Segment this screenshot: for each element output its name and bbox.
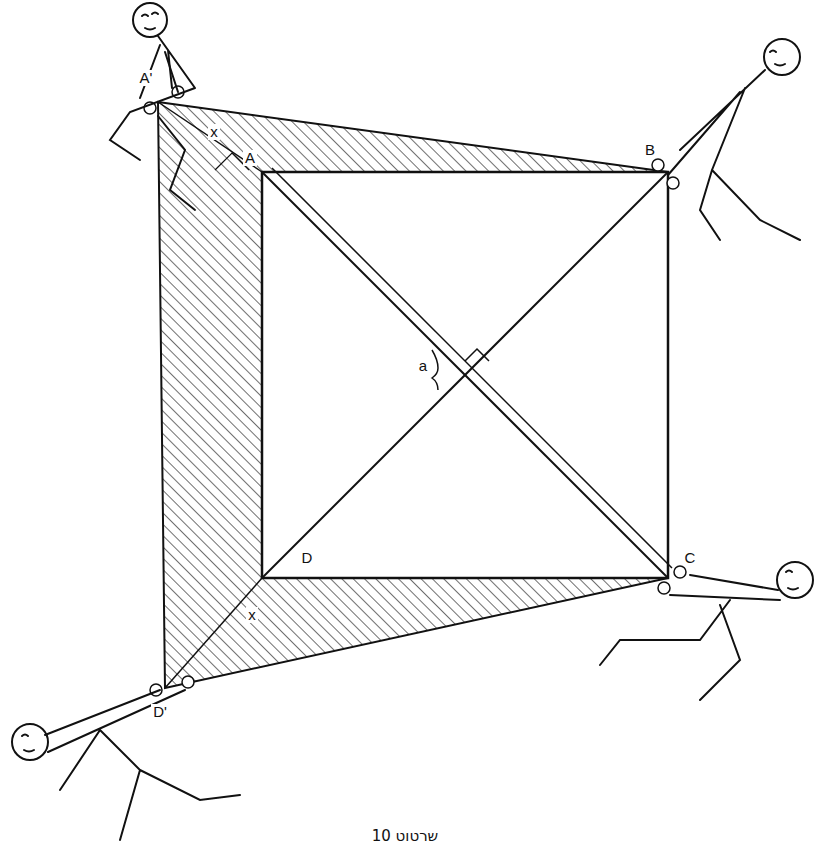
figure-caption: שרטוט 10 <box>372 827 439 845</box>
hatched-region <box>158 102 668 688</box>
point-label: D' <box>151 704 169 721</box>
brace <box>432 350 438 390</box>
diagonal <box>262 172 668 578</box>
hand-grips <box>144 86 686 696</box>
point-label: C <box>683 550 698 567</box>
diagonal <box>262 172 668 578</box>
point-label: B <box>643 142 657 159</box>
stick-figures <box>12 3 813 840</box>
length-label: a <box>417 358 429 375</box>
point-label: A <box>243 150 257 167</box>
length-label: x <box>208 124 220 141</box>
x-segment <box>165 578 262 688</box>
right-angle-mark <box>465 349 489 361</box>
point-label: A' <box>138 70 155 87</box>
diagonal-strip <box>272 168 672 568</box>
point-label: D <box>300 550 315 567</box>
square <box>262 172 668 578</box>
length-label: x <box>246 607 258 624</box>
